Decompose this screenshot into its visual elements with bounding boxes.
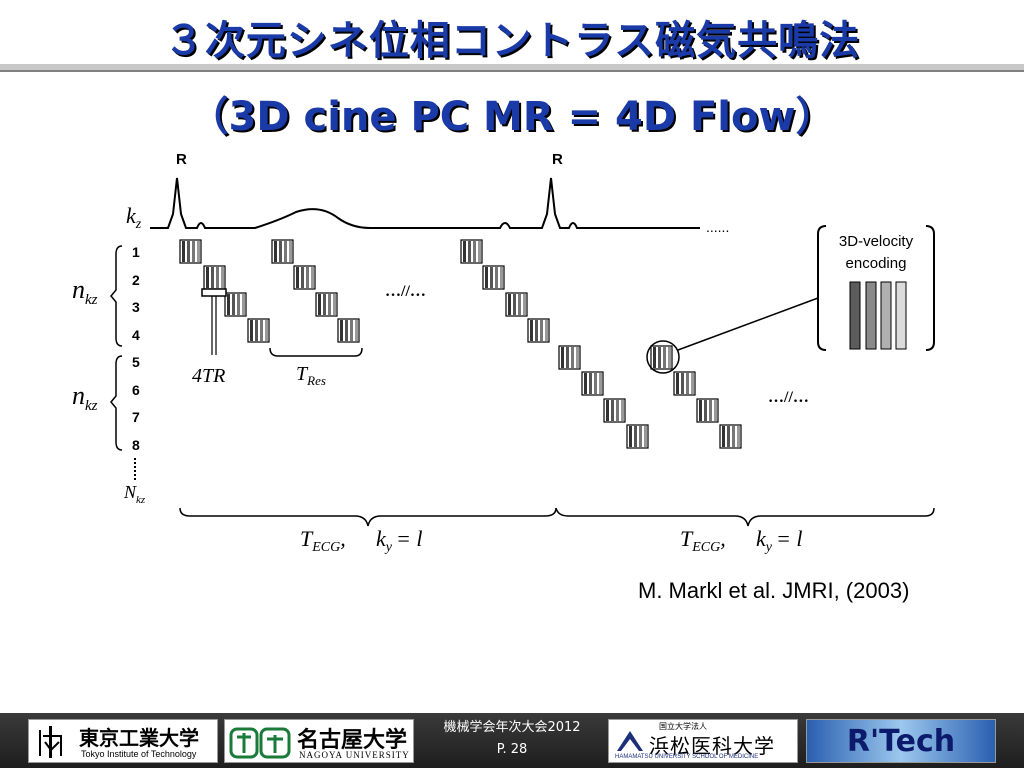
hamamatsu-name: 浜松医科大学 bbox=[649, 734, 775, 758]
nagoya-logo: 名古屋大学 NAGOYA UNIVERSITY bbox=[224, 719, 414, 763]
tokyo-tech-name: 東京工業大学 bbox=[79, 726, 199, 750]
Nkz-label: Nkz bbox=[123, 482, 146, 506]
nagoya-name: 名古屋大学 bbox=[297, 727, 408, 753]
ecg-trace bbox=[150, 177, 700, 229]
readout-block bbox=[603, 398, 626, 423]
row-label-4: 4 bbox=[132, 327, 140, 343]
ky-label-1: ky= l bbox=[376, 526, 422, 555]
readout-block bbox=[719, 424, 742, 449]
readout-block bbox=[203, 265, 226, 290]
slide-title: ３次元シネ位相コントラス磁気共鳴法 bbox=[163, 18, 861, 64]
encoding-bar-1 bbox=[849, 281, 861, 350]
encoding-highlight-circle bbox=[646, 340, 680, 374]
hamamatsu-logo: 国立大学法人 浜松医科大学 HAMAMATSU UNIVERSITY SCHOO… bbox=[608, 719, 798, 763]
rtech-name: R'Tech bbox=[846, 724, 956, 759]
readout-block bbox=[482, 265, 505, 290]
tecg-label-1: TECG, bbox=[300, 526, 346, 555]
encoding-leader-line bbox=[677, 297, 819, 351]
ellipsis-1: …//… bbox=[385, 283, 426, 300]
readout-block bbox=[224, 292, 247, 317]
encoding-box-brackets bbox=[817, 225, 935, 351]
tecg-brace-2 bbox=[555, 507, 935, 527]
pulse-sequence-diagram: R R ...... kz 1 2 3 4 5 6 7 8 nkz nkz Nkz 4TR T… bbox=[72, 151, 935, 555]
nagoya-english: NAGOYA UNIVERSITY bbox=[299, 750, 410, 760]
footer-center: 機械学会年次大会2012 P. 28 bbox=[420, 717, 604, 761]
readout-block bbox=[460, 239, 483, 264]
conference-label: 機械学会年次大会2012 bbox=[443, 720, 581, 735]
readout-block bbox=[293, 265, 316, 290]
nkz-label-2: nkz bbox=[72, 381, 98, 414]
tres-bracket bbox=[269, 347, 363, 357]
readout-block bbox=[315, 292, 338, 317]
nkz-label-1: nkz bbox=[72, 275, 98, 308]
tokyo-tech-english: Tokyo Institute of Technology bbox=[81, 749, 197, 759]
readout-block bbox=[179, 239, 202, 264]
readout-block bbox=[558, 345, 581, 370]
tres-label: TRes bbox=[296, 363, 326, 388]
encoding-bar-2 bbox=[865, 281, 877, 350]
rtech-logo: R'Tech bbox=[806, 719, 996, 763]
r-label-1: R bbox=[176, 151, 187, 168]
readout-block bbox=[247, 318, 270, 343]
row-label-7: 7 bbox=[132, 409, 140, 425]
row-label-8: 8 bbox=[132, 437, 140, 453]
slide-subtitle: （3D cine PC MR = 4D Flow） bbox=[188, 94, 836, 140]
readout-block bbox=[527, 318, 550, 343]
hamamatsu-english: HAMAMATSU UNIVERSITY SCHOOL OF MEDICINE bbox=[615, 754, 759, 760]
row-label-1: 1 bbox=[132, 244, 140, 260]
footer-bar: 東京工業大学 Tokyo Institute of Technology 名古屋… bbox=[0, 713, 1024, 768]
ky-label-2: ky= l bbox=[756, 526, 802, 555]
tecg-brace-1 bbox=[179, 507, 557, 527]
ellipsis-2: …//… bbox=[768, 389, 809, 406]
title-divider bbox=[0, 64, 1024, 70]
tr-label: 4TR bbox=[192, 365, 225, 387]
encoding-label-line2: encoding bbox=[846, 255, 907, 272]
tr-marker bbox=[201, 288, 227, 297]
bracket-group-1 bbox=[110, 245, 123, 347]
readout-block bbox=[271, 239, 294, 264]
row-label-6: 6 bbox=[132, 382, 140, 398]
hamamatsu-emblem-icon bbox=[617, 731, 643, 751]
readout-block bbox=[650, 345, 673, 370]
row-label-2: 2 bbox=[132, 272, 140, 288]
bracket-group-2 bbox=[110, 355, 123, 451]
tokyo-tech-logo: 東京工業大学 Tokyo Institute of Technology bbox=[28, 719, 218, 763]
ecg-continuation-dots: ...... bbox=[706, 219, 729, 235]
row-label-5: 5 bbox=[132, 354, 140, 370]
readout-block bbox=[337, 318, 360, 343]
readout-block bbox=[626, 424, 649, 449]
title-divider-shadow bbox=[0, 70, 1024, 72]
encoding-bar-3 bbox=[880, 281, 892, 350]
tokyo-tech-emblem-icon bbox=[39, 726, 62, 758]
row-label-3: 3 bbox=[132, 299, 140, 315]
kz-label: kz bbox=[126, 203, 142, 232]
readout-block bbox=[581, 371, 604, 396]
encoding-label-line1: 3D-velocity bbox=[839, 233, 914, 250]
page-number: P. 28 bbox=[496, 742, 528, 757]
tecg-label-2: TECG, bbox=[680, 526, 726, 555]
readout-block bbox=[673, 371, 696, 396]
readout-block bbox=[505, 292, 528, 317]
encoding-bar-4 bbox=[895, 281, 907, 350]
nagoya-emblem-icon bbox=[229, 727, 291, 759]
hamamatsu-small: 国立大学法人 bbox=[659, 722, 707, 731]
readout-block bbox=[696, 398, 719, 423]
citation: M. Markl et al. JMRI, (2003) bbox=[638, 578, 910, 603]
r-label-2: R bbox=[552, 151, 563, 168]
